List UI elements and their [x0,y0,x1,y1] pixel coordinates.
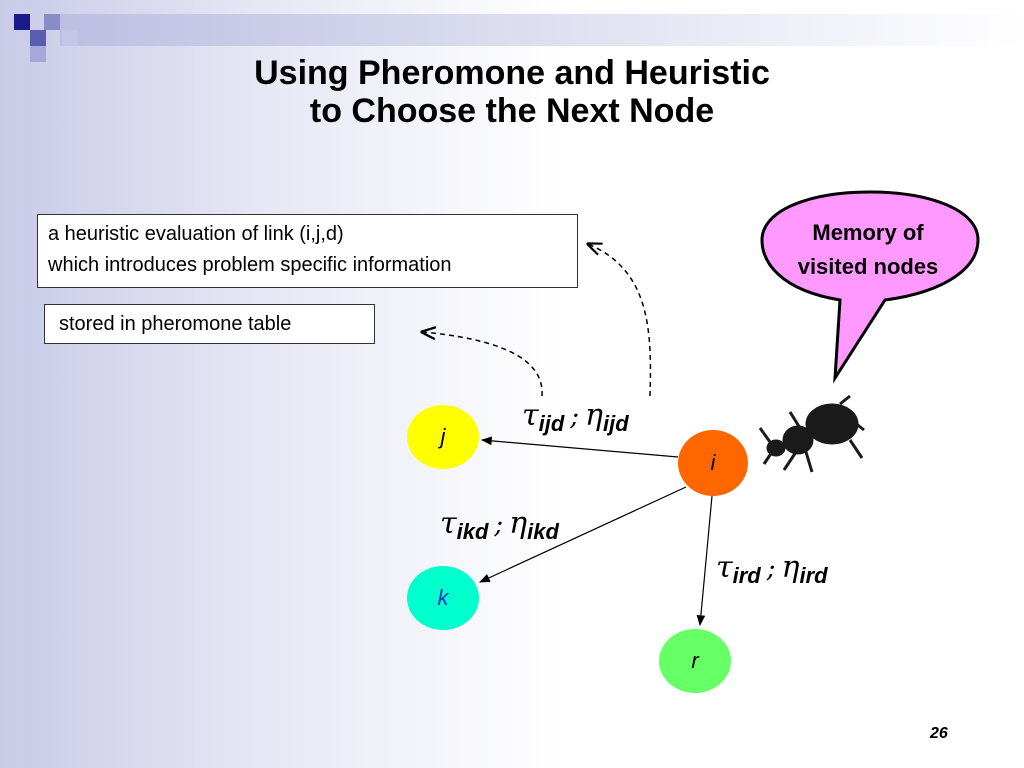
tau-subscript: ikd [456,519,489,544]
edge-i-j [480,436,679,458]
ant-icon [758,394,865,473]
decor-square [30,30,46,46]
tau-symbol: τ [522,398,539,433]
eta-subscript: ikd [527,519,559,544]
pheromone-annotation-box: stored in pheromone table [44,304,375,344]
edge-label-ik: τikd;ηikd [440,506,559,544]
bubble-line-1: Memory of [812,220,924,245]
dashed-arrow-to-heuristic [588,244,652,397]
decor-square [30,46,46,62]
dashed-arrow-to-pheromone [422,332,543,397]
node-j [407,405,479,469]
node-k [407,566,479,630]
title-line-2: to Choose the Next Node [309,92,715,130]
node-j-label: j [440,424,446,449]
separator: ; [494,510,504,540]
node-i [678,430,748,496]
tau-symbol: τ [716,550,733,585]
pheromone-text: stored in pheromone table [59,313,292,335]
separator: ; [766,554,776,584]
eta-subscript: ijd [603,411,629,436]
node-r [659,629,731,693]
tau-symbol: τ [440,506,457,541]
edge-i-r [696,495,713,627]
decor-square [44,14,60,30]
eta-symbol: η [509,506,528,541]
page-number: 26 [930,725,948,742]
heuristic-text-line-2: which introduces problem specific inform… [48,254,452,276]
node-r-label: r [691,648,699,673]
slide-title: Using Pheromone and Heuristic to Choose … [0,54,1024,130]
memory-bubble [760,190,980,384]
edge-label-ir: τird;ηird [716,550,828,588]
separator: ; [570,402,580,432]
edge-label-ij: τijd;ηijd [522,398,629,436]
heuristic-text-line-1: a heuristic evaluation of link (i,j,d) [48,223,344,245]
tau-subscript: ird [732,563,761,588]
decor-square [62,30,78,46]
eta-symbol: η [781,550,800,585]
decor-square [14,14,30,30]
heuristic-annotation-box: a heuristic evaluation of link (i,j,d) w… [37,214,578,288]
eta-symbol: η [585,398,604,433]
tau-subscript: ijd [538,411,565,436]
bubble-line-2: visited nodes [797,254,939,279]
eta-subscript: ird [799,563,828,588]
memory-bubble-text: Memory of visited nodes [770,216,966,284]
node-k-label: k [437,585,449,610]
node-i-label: i [710,450,716,475]
title-line-1: Using Pheromone and Heuristic [254,54,770,92]
edge-i-k [479,486,687,583]
header-gradient-bar [60,14,1024,46]
